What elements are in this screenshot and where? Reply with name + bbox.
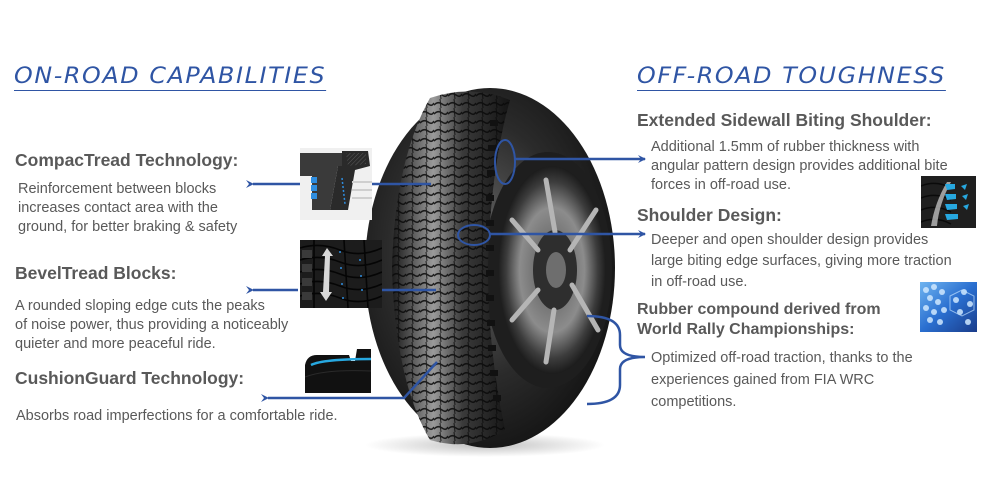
rubber-compound-description: Optimized off-road traction, thanks to t… <box>651 347 913 413</box>
desc-line: Reinforcement between blocks <box>18 181 217 197</box>
beveltread-description: A rounded sloping edge cuts the peaks of… <box>15 297 288 354</box>
cushionguard-title: CushionGuard Technology: <box>15 368 245 388</box>
rubber-compound-title: Rubber compound derived from World Rally… <box>637 300 881 340</box>
desc-line: quieter and more peaceful ride. <box>15 336 216 352</box>
rubber-compound-image <box>920 282 977 332</box>
tire-image <box>365 88 615 448</box>
beveltread-closeup <box>300 240 382 308</box>
desc-line: of noise power, thus providing a noticea… <box>15 317 289 333</box>
shoulder-design-title: Shoulder Design: <box>637 205 782 225</box>
desc-line: A rounded sloping edge cuts the peaks <box>15 298 265 314</box>
desc-line: experiences gained from FIA WRC <box>651 372 875 388</box>
beveltread-title: BevelTread Blocks: <box>15 263 177 283</box>
cushionguard-crosssection <box>305 347 371 393</box>
sidewall-title: Extended Sidewall Biting Shoulder: <box>637 110 932 130</box>
hexagon-compound-icon <box>920 282 977 332</box>
shoulder-blocks-icon <box>921 176 976 228</box>
compactread-diagram <box>300 148 372 220</box>
title-line: World Rally Championships: <box>637 321 855 338</box>
on-road-title: ON-ROAD CAPABILITIES <box>14 64 327 91</box>
compactread-title: CompacTread Technology: <box>15 150 239 170</box>
desc-line: in off-road use. <box>651 274 748 290</box>
desc-line: Additional 1.5mm of rubber thickness wit… <box>651 139 920 155</box>
brace-rubber-compound <box>586 314 646 406</box>
shoulder-blocks-image <box>921 176 976 228</box>
tread-cross-section-icon <box>305 349 371 393</box>
desc-line: angular pattern design provides addition… <box>651 158 948 174</box>
desc-line: Optimized off-road traction, thanks to t… <box>651 350 913 366</box>
compactread-description: Reinforcement between blocks increases c… <box>18 180 237 237</box>
off-road-title: OFF-ROAD TOUGHNESS <box>637 64 946 91</box>
callout-ellipse-sidewall <box>494 139 516 185</box>
title-line: Rubber compound derived from <box>637 301 881 318</box>
shoulder-design-description: Deeper and open shoulder design provides… <box>651 230 952 293</box>
tread-closeup-arrow-icon <box>300 240 382 308</box>
desc-line: Deeper and open shoulder design provides <box>651 232 929 248</box>
desc-line: ground, for better braking & safety <box>18 219 238 235</box>
desc-line: Absorbs road imperfections for a comfort… <box>16 408 338 424</box>
desc-line: competitions. <box>651 394 737 410</box>
desc-line: increases contact area with the <box>18 200 218 216</box>
desc-line: forces in off-road use. <box>651 177 791 193</box>
sidewall-description: Additional 1.5mm of rubber thickness wit… <box>651 138 948 195</box>
tread-block-diagram-icon <box>300 148 372 220</box>
desc-line: large biting edge surfaces, giving more … <box>651 253 952 269</box>
cushionguard-description: Absorbs road imperfections for a comfort… <box>16 407 338 426</box>
arrow-cushionguard <box>261 361 438 402</box>
